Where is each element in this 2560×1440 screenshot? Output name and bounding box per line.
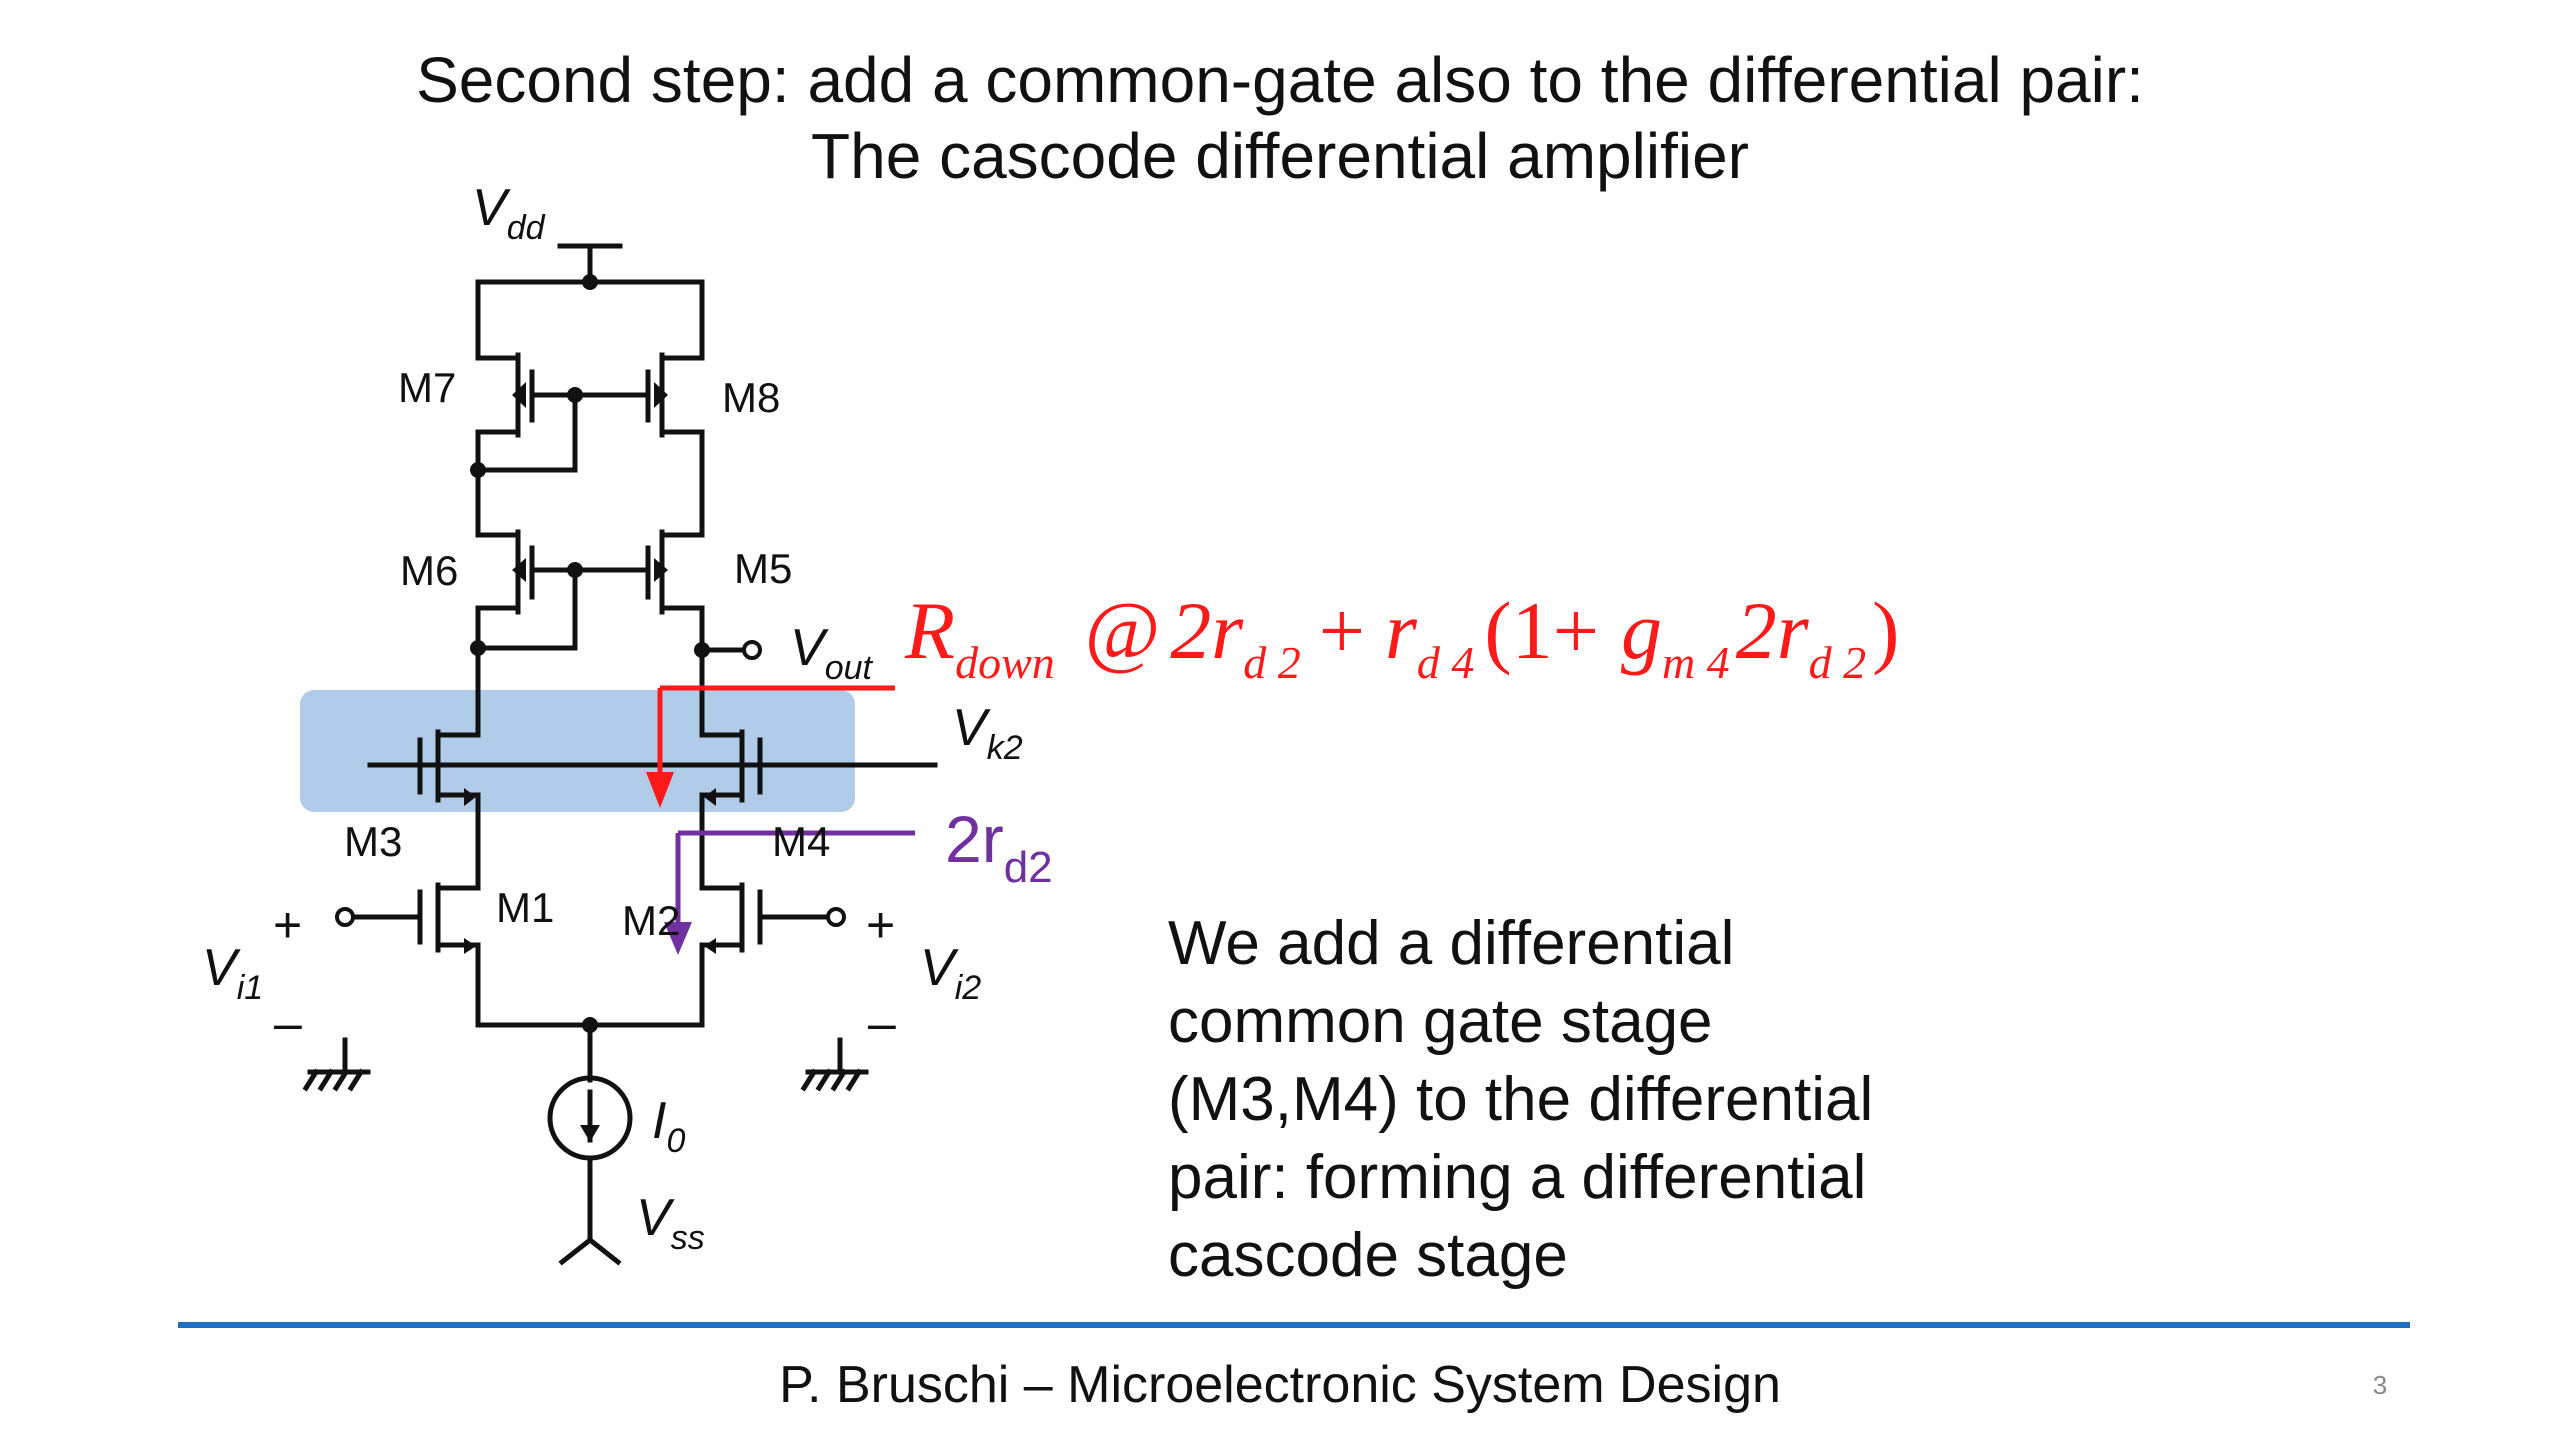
transistor-m6 [475,529,578,651]
vin2-terminal [826,907,846,927]
transistor-m8 [572,352,705,538]
explanation-line: (M3,M4) to the differential [1168,1065,1874,1134]
explanation-text: We add a differential common gate stage … [1168,905,2168,1295]
minus-left: – [274,995,302,1051]
vk2-label: Vk2 [952,699,1023,767]
m7-label: M7 [398,364,456,411]
rd2-label: 2rd2 [945,802,1053,892]
m1-label: M1 [496,884,554,931]
m5-label: M5 [734,545,792,592]
m4-label: M4 [772,818,830,865]
vin1-terminal [335,907,355,927]
vdd-rail [475,243,705,361]
rd2-arrow-head [664,922,692,955]
m3-label: M3 [344,818,402,865]
ground-right-symbol [800,1037,869,1092]
slide-title-line1: Second step: add a common-gate also to t… [416,44,2144,116]
transistor-m1 [347,882,481,1028]
vi2-label: Vi2 [920,939,981,1007]
slide-title-line2: The cascode differential amplifier [811,120,1749,192]
transistor-m2 [699,882,831,1028]
i0-label: I0 [652,1092,685,1160]
m8-label: M8 [722,374,780,421]
explanation-line: cascode stage [1168,1221,1568,1290]
explanation-line: pair: forming a differential [1168,1143,1867,1212]
footer-divider [178,1322,2410,1328]
transistor-m5 [572,529,705,738]
m2-label: M2 [622,897,680,944]
footer-credit: P. Bruschi – Microelectronic System Desi… [779,1356,1781,1414]
rdown-arrow-head [646,772,674,808]
page-number: 3 [2372,1370,2388,1400]
cascode-schematic: Vdd M7 M8 M6 M5 Vout Vk2 M3 M4 M1 M2 + +… [202,179,1899,1266]
vi1-label: Vi1 [202,939,263,1007]
transistor-m7 [475,352,578,473]
vdd-label: Vdd [472,179,546,247]
ground-left-symbol [302,1037,371,1092]
explanation-line: common gate stage [1168,987,1713,1056]
explanation-line: We add a differential [1168,909,1735,978]
rdown-equation: Rdown@2rd 2+rd 4(1+gm 42rd 2) [904,585,1899,688]
vss-label: Vss [636,1189,705,1257]
plus-right: + [866,897,895,953]
m6-label: M6 [400,547,458,594]
cascode-highlight [300,690,855,812]
minus-right: – [868,995,896,1051]
vout-terminal [742,640,762,660]
vss-symbol [558,1236,622,1266]
plus-left: + [273,897,302,953]
vout-label: Vout [790,619,874,687]
